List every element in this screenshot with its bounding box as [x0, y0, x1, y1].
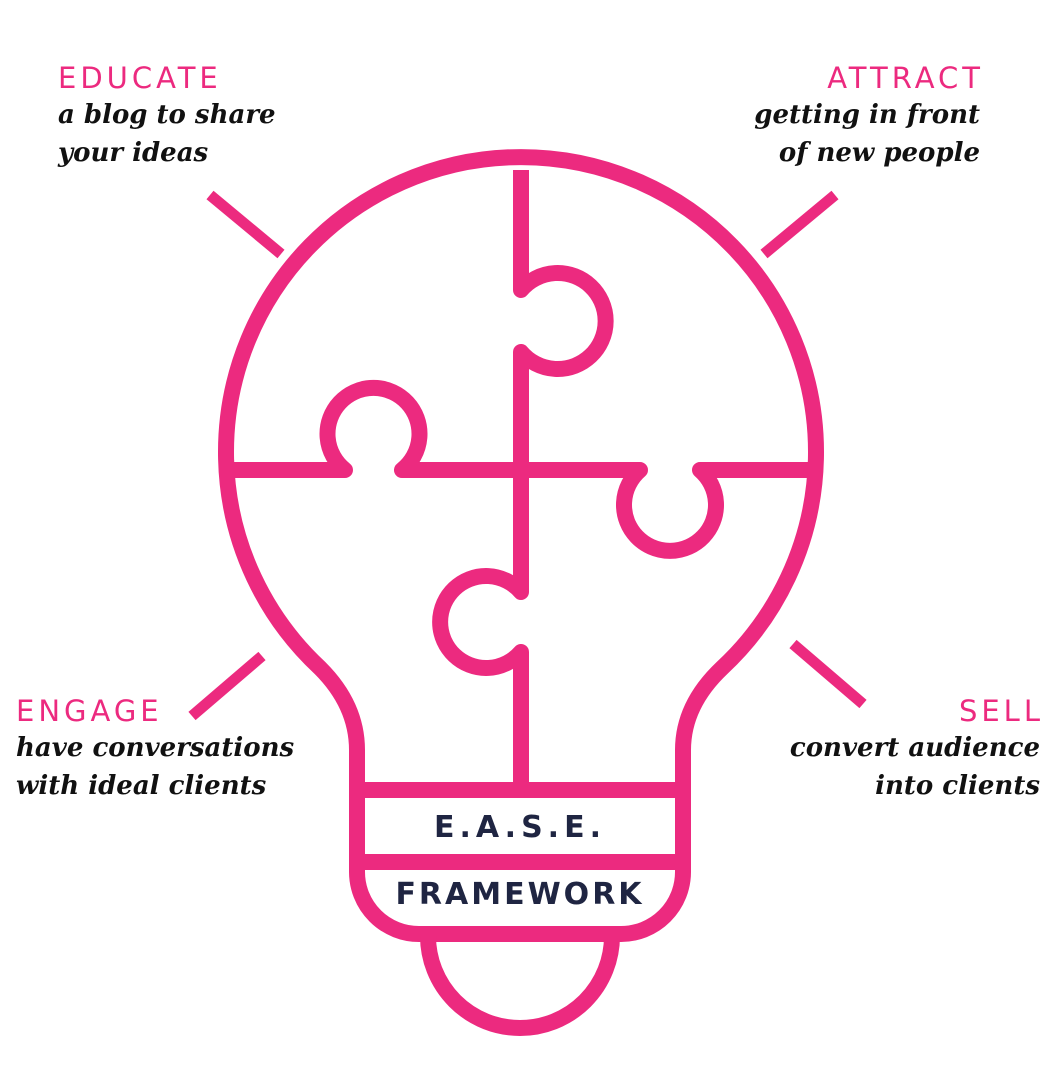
- sell-line2: into clients: [875, 771, 1040, 801]
- attract-line1: getting in front: [754, 100, 980, 130]
- bulb-label-framework: FRAMEWORK: [395, 877, 645, 912]
- sell-title: SELL: [958, 694, 1044, 728]
- puzzle-vertical-upper: [513, 170, 614, 470]
- puzzle-horizontal-left: [225, 379, 521, 478]
- educate-line2: your ideas: [58, 138, 209, 168]
- bulb-base-cap: [420, 935, 620, 1036]
- sell-block: SELL convert audience into clients: [790, 693, 1040, 805]
- puzzle-vertical-lower: [432, 470, 529, 782]
- engage-block: ENGAGE have conversations with ideal cli…: [16, 693, 294, 805]
- engage-line1: have conversations: [16, 733, 295, 763]
- bulb-label-ease: E.A.S.E.: [434, 810, 606, 845]
- attract-block: ATTRACT getting in front of new people: [754, 60, 980, 172]
- ray-lower-left: [188, 651, 266, 721]
- ray-lower-right: [789, 639, 867, 709]
- ray-upper-left: [206, 190, 285, 259]
- puzzle-horizontal-right: [521, 462, 817, 559]
- ray-upper-right: [760, 190, 839, 259]
- sell-line1: convert audience: [789, 733, 1040, 763]
- bulb-outline: [218, 149, 824, 942]
- attract-line2: of new people: [778, 138, 980, 168]
- educate-title: EDUCATE: [58, 61, 222, 95]
- educate-block: EDUCATE a blog to share your ideas: [58, 60, 276, 172]
- educate-line1: a blog to share: [58, 100, 276, 130]
- attract-title: ATTRACT: [827, 61, 984, 95]
- engage-title: ENGAGE: [16, 694, 163, 728]
- engage-line2: with ideal clients: [16, 771, 267, 801]
